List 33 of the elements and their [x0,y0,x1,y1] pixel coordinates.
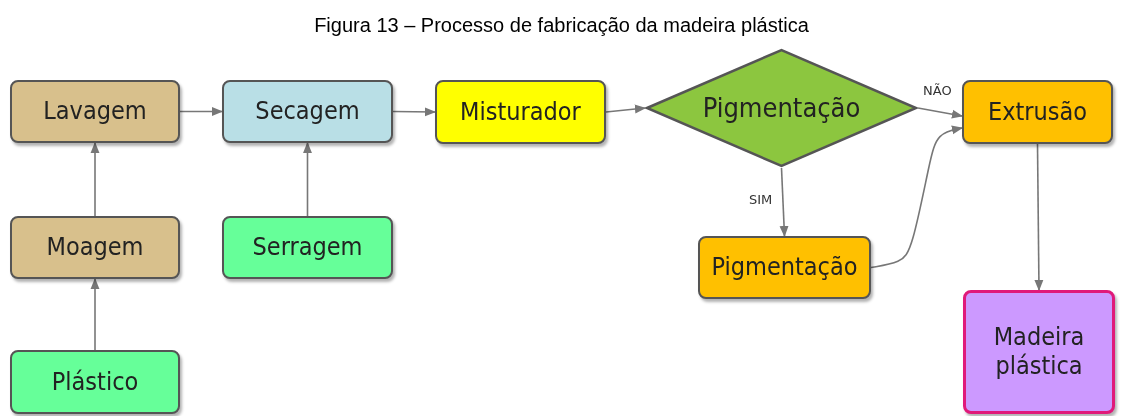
node-label: Lavagem [43,97,147,126]
process-box [435,80,606,144]
process-box [962,80,1113,144]
process-box [963,290,1115,414]
process-box [222,80,393,143]
node-label: Misturador [460,97,581,127]
arrow [303,141,312,217]
arrow [917,107,964,119]
edge-label: NÃO [922,83,953,98]
figure-title: Figura 13 – Processo de fabricação da madeira plástica [313,14,810,37]
arrow [179,107,224,116]
arrow [605,104,647,114]
arrow [779,167,789,238]
node-label: Extrusão [987,97,1088,127]
edge-label: SIM [748,192,774,207]
node-label: Moagem [46,233,144,262]
process-box [10,350,180,414]
node-label: Plástico [51,367,139,397]
arrow [90,277,100,351]
process-box [222,216,393,279]
decision-diamond [645,48,918,168]
node-label: Secagem [255,97,360,126]
node-label: Pigmentação [711,253,858,282]
node-label: Serragem [252,233,363,262]
process-box [698,236,871,299]
node-label: Madeira plástica [992,323,1086,381]
node-label: Pigmentação [702,92,861,124]
process-box [10,216,180,279]
arrow [1034,143,1044,292]
process-box [10,80,180,143]
arrow [392,107,437,117]
arrow [90,141,100,217]
arrow [870,125,964,269]
